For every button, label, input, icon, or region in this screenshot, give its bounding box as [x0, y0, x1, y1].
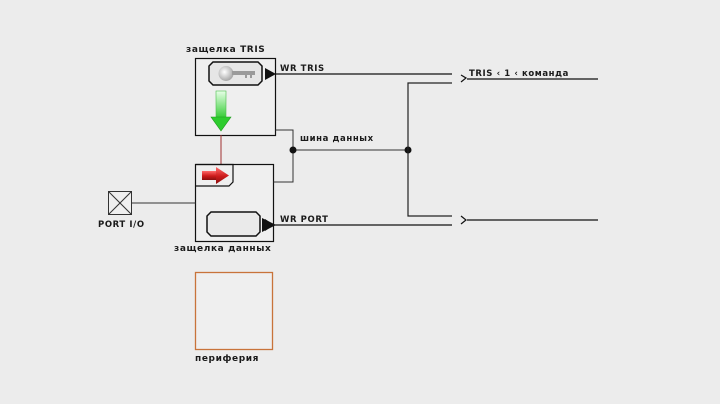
tris-command-label: TRIS ‹ 1 ‹ команда [469, 69, 569, 79]
peripheral-box [194, 271, 274, 351]
down-arrow-icon [210, 90, 232, 132]
wr-tris-label: WR TRIS [280, 64, 325, 74]
tris-command-output: TRIS ‹ 1 ‹ команда [460, 69, 598, 83]
data-bus-label: шина данных [300, 134, 374, 144]
wr-port-signal: WR PORT [262, 215, 452, 232]
peripheral: периферия [194, 271, 274, 364]
key-icon [218, 66, 255, 81]
chevron-right-icon [460, 215, 467, 225]
wr-port-label: WR PORT [280, 215, 329, 225]
data-bus: шина данных [273, 82, 452, 217]
peripheral-label: периферия [195, 354, 259, 364]
bus-junction-left [289, 146, 297, 154]
data-latch-slot [206, 211, 261, 237]
chevron-right-icon [460, 74, 468, 83]
data-latch-label: защелка данных [174, 244, 271, 254]
tris-latch-label: защелка TRIS [186, 45, 265, 55]
wr-tris-signal: WR TRIS [265, 64, 452, 80]
data-latch: защелка данных [174, 163, 275, 254]
port-io-label: PORT I/O [98, 220, 145, 230]
port-io[interactable]: PORT I/O [98, 191, 145, 231]
right-arrow-icon [202, 167, 229, 184]
port-output [460, 215, 598, 225]
tris-latch: защелка TRIS [186, 45, 277, 137]
data-latch-tab [195, 163, 234, 187]
